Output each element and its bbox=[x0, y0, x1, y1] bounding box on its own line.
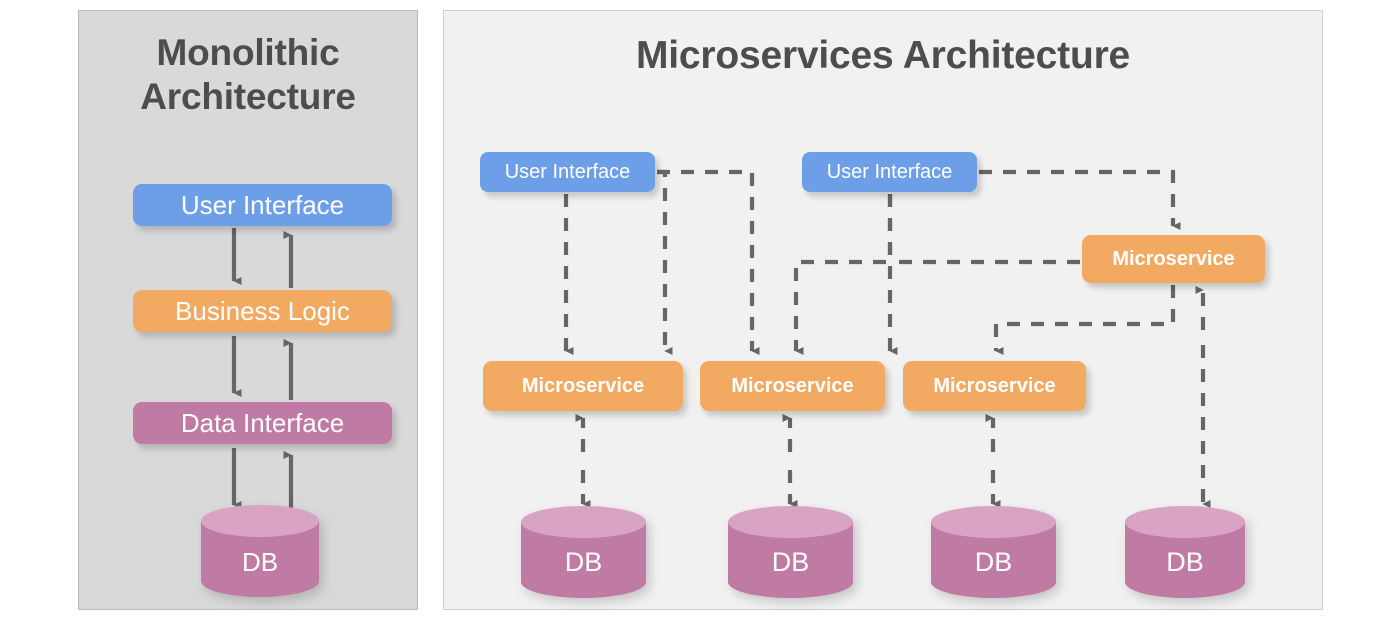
db-label: DB bbox=[564, 547, 603, 577]
db-cylinder-top bbox=[1125, 506, 1245, 538]
db-cylinder-top bbox=[201, 505, 319, 537]
micro-node-microservice-1[interactable]: Microservice bbox=[483, 361, 683, 411]
micro-database-2[interactable]: DB bbox=[728, 506, 853, 598]
link-ui1-to-ms1-b bbox=[657, 169, 673, 356]
link-ui2-to-ms4 bbox=[979, 169, 1181, 231]
mono-link-logic-to-data bbox=[231, 336, 294, 400]
microservices-panel-title: Microservices Architecture bbox=[635, 34, 1131, 77]
monolithic-title-line-2: Architecture bbox=[140, 75, 356, 117]
link-ui1-to-ms2 bbox=[657, 169, 760, 356]
db-label: DB bbox=[974, 547, 1013, 577]
db-cylinder-top bbox=[728, 506, 853, 538]
db-cylinder-top bbox=[931, 506, 1056, 538]
db-cylinder-bottom bbox=[1125, 566, 1245, 598]
link-ui2-to-ms2 bbox=[793, 194, 893, 356]
db-cylinder-top bbox=[521, 506, 646, 538]
db-label: DB bbox=[241, 547, 279, 577]
mono-node-data-interface[interactable]: Data Interface bbox=[133, 402, 392, 444]
db-label: DB bbox=[771, 547, 810, 577]
mono-node-business-logic[interactable]: Business Logic bbox=[133, 290, 392, 332]
db-cylinder-bottom bbox=[728, 566, 853, 598]
db-cylinder-bottom bbox=[521, 566, 646, 598]
mono-node-user-interface[interactable]: User Interface bbox=[133, 184, 392, 226]
micro-database-3[interactable]: DB bbox=[931, 506, 1056, 598]
micro-node-microservice-2[interactable]: Microservice bbox=[700, 361, 885, 411]
micro-node-microservice-3[interactable]: Microservice bbox=[903, 361, 1086, 411]
link-ms4-to-ms3 bbox=[993, 285, 1176, 356]
micro-database-1[interactable]: DB bbox=[521, 506, 646, 598]
micro-node-user-interface-2[interactable]: User Interface bbox=[802, 152, 977, 192]
mono-link-ui-to-logic bbox=[231, 228, 294, 288]
db-cylinder-bottom bbox=[201, 565, 319, 597]
micro-node-user-interface-1[interactable]: User Interface bbox=[480, 152, 655, 192]
db-label: DB bbox=[1166, 547, 1204, 577]
micro-node-microservice-4[interactable]: Microservice bbox=[1082, 235, 1265, 283]
monolithic-panel-title: Monolithic Architecture bbox=[79, 31, 417, 118]
micro-database-4[interactable]: DB bbox=[1125, 506, 1245, 598]
mono-database-db[interactable]: DB bbox=[201, 505, 319, 597]
mono-link-data-to-db bbox=[231, 448, 294, 512]
db-cylinder-bottom bbox=[931, 566, 1056, 598]
monolithic-title-line-1: Monolithic bbox=[156, 32, 340, 73]
